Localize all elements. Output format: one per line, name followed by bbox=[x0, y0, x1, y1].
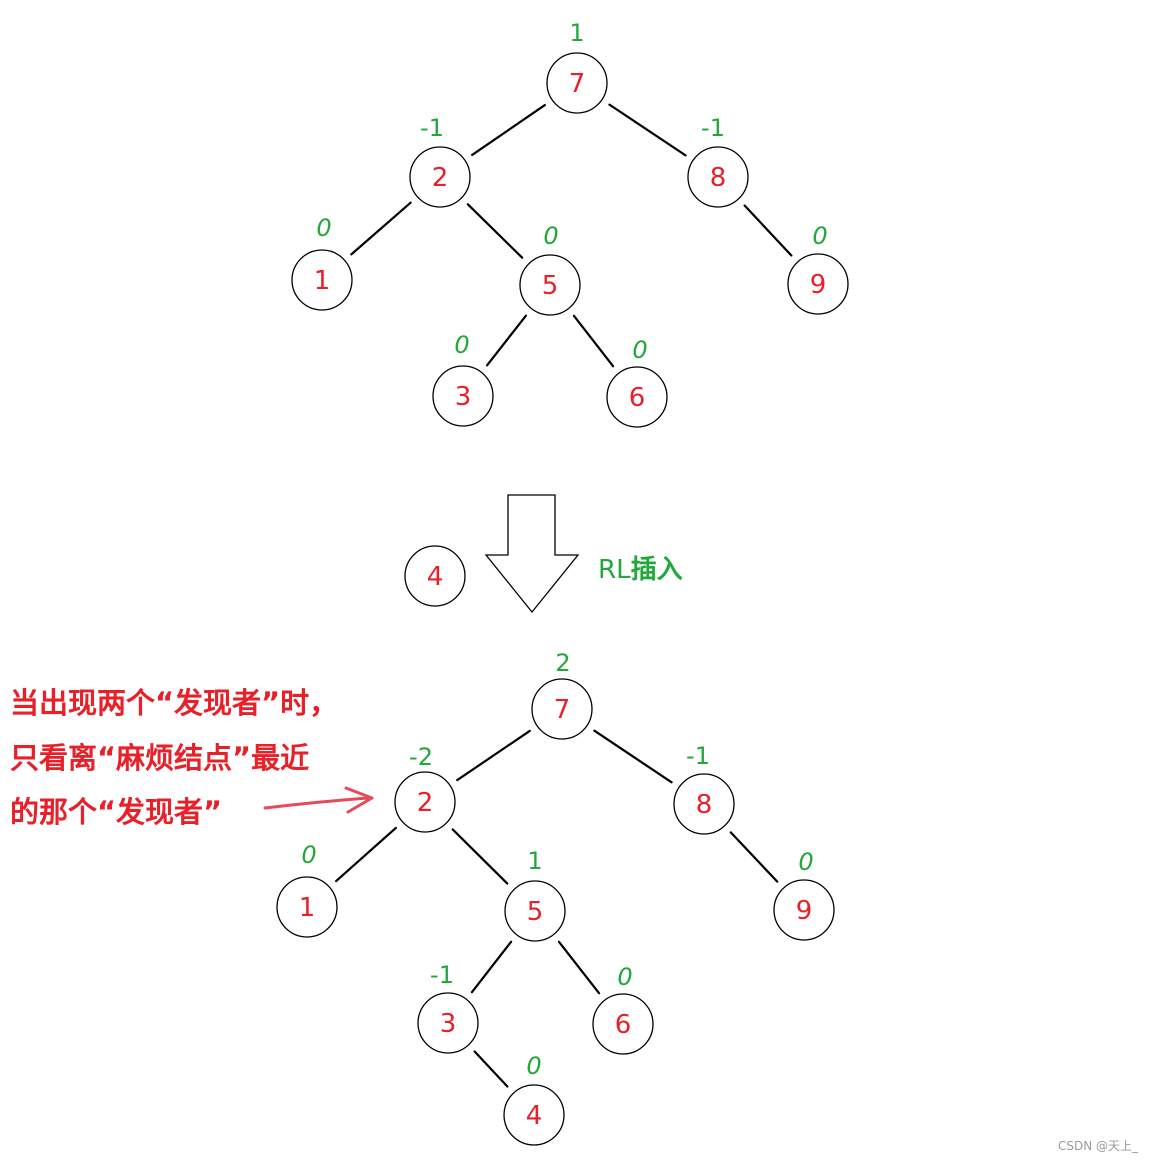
balance-factor-label: -1 bbox=[701, 114, 725, 142]
node-circle bbox=[592, 993, 654, 1055]
balance-factor-label: 0 bbox=[543, 222, 558, 250]
tree-node: 10 bbox=[276, 841, 338, 938]
balance-factor-label: 0 bbox=[301, 841, 316, 869]
tree-node: 71 bbox=[546, 19, 608, 114]
tree-edge bbox=[729, 831, 779, 883]
insert-caption-action: 插入 bbox=[631, 555, 683, 585]
tree-node: 60 bbox=[592, 963, 654, 1055]
node-circle bbox=[276, 876, 338, 938]
balance-factor-label: -1 bbox=[430, 961, 454, 989]
balance-factor-label: 0 bbox=[812, 222, 827, 250]
tree-node: 90 bbox=[787, 222, 849, 315]
tree-node: 72 bbox=[531, 649, 593, 740]
tree-edge bbox=[593, 729, 673, 784]
balance-factor-label: -2 bbox=[409, 743, 433, 771]
tree-node: 40 bbox=[503, 1052, 565, 1146]
node-label: 8 bbox=[710, 163, 727, 193]
note-arrowhead-icon bbox=[344, 786, 374, 814]
node-label: 9 bbox=[796, 896, 813, 926]
tree-edge bbox=[456, 729, 531, 782]
tree-edge bbox=[572, 314, 615, 368]
tree-edge bbox=[350, 201, 412, 256]
node-label: 2 bbox=[417, 788, 434, 818]
node-label: 2 bbox=[432, 163, 449, 193]
node-label: 8 bbox=[696, 790, 713, 820]
insert-caption-prefix: RL bbox=[598, 555, 631, 585]
balance-factor-label: 1 bbox=[527, 847, 542, 875]
node-label: 5 bbox=[542, 271, 559, 301]
inserted-node-label: 4 bbox=[427, 562, 444, 592]
tree-node: 51 bbox=[504, 847, 566, 942]
tree-node: 60 bbox=[606, 336, 668, 428]
balance-factor-label: 2 bbox=[555, 649, 570, 677]
tree-edge bbox=[473, 1050, 509, 1088]
node-circle bbox=[787, 253, 849, 315]
node-label: 9 bbox=[810, 270, 827, 300]
node-label: 4 bbox=[526, 1101, 543, 1131]
tree-edge bbox=[451, 828, 509, 885]
note-line-1: 当出现两个“发现者”时， bbox=[10, 686, 339, 720]
node-label: 5 bbox=[527, 897, 544, 927]
inserted-node-circle bbox=[404, 545, 466, 607]
node-label: 7 bbox=[554, 695, 571, 725]
node-circle bbox=[432, 365, 494, 427]
node-circle bbox=[291, 249, 353, 311]
tree-node: 30 bbox=[432, 331, 494, 427]
tree-edge bbox=[335, 826, 397, 883]
insertion-step: 4 RL插入 bbox=[404, 494, 683, 614]
tree-node: 8 -1 bbox=[673, 742, 735, 835]
tree-node: 90 bbox=[773, 848, 835, 941]
node-label: 1 bbox=[299, 893, 316, 923]
tree-edge bbox=[485, 314, 528, 367]
balance-factor-label: 0 bbox=[617, 963, 632, 991]
balance-factor-label: 0 bbox=[798, 848, 813, 876]
balance-factor-label: 1 bbox=[569, 19, 584, 47]
node-label: 1 bbox=[314, 266, 331, 296]
balance-factor-label: -1 bbox=[420, 114, 444, 142]
node-circle bbox=[531, 678, 593, 740]
tree-node: 50 bbox=[519, 222, 581, 316]
node-label: 6 bbox=[629, 383, 646, 413]
balance-factor-label: -1 bbox=[686, 742, 710, 770]
tree-edge bbox=[743, 204, 793, 257]
watermark: CSDN @天上_ bbox=[1057, 1139, 1138, 1153]
node-circle bbox=[504, 880, 566, 942]
node-circle bbox=[546, 52, 608, 114]
balance-factor-label: 0 bbox=[316, 214, 331, 242]
tree-edge bbox=[466, 203, 524, 259]
node-circle bbox=[417, 992, 479, 1054]
tree-node: 3 -1 bbox=[417, 961, 479, 1054]
node-circle bbox=[687, 146, 749, 208]
tree-node: 10 bbox=[291, 214, 353, 311]
balance-factor-label: 0 bbox=[632, 336, 647, 364]
node-circle bbox=[409, 146, 471, 208]
tree-edge bbox=[557, 940, 601, 995]
note-line-2: 只看离“麻烦结点”最近 bbox=[10, 741, 310, 775]
node-circle bbox=[519, 254, 581, 316]
note-line-3: 的那个“发现者” bbox=[10, 795, 223, 829]
node-label: 3 bbox=[455, 382, 472, 412]
tree-node: 8 -1 bbox=[687, 114, 749, 208]
balance-factor-label: 0 bbox=[454, 331, 469, 359]
insert-caption: RL插入 bbox=[598, 555, 683, 585]
note-arrow bbox=[263, 796, 370, 810]
tree-edge bbox=[470, 940, 513, 994]
down-arrow-icon bbox=[484, 494, 580, 614]
tree-edge bbox=[471, 103, 546, 157]
node-label: 6 bbox=[615, 1010, 632, 1040]
node-circle bbox=[503, 1084, 565, 1146]
node-label: 7 bbox=[569, 69, 586, 99]
tree-edge bbox=[608, 103, 687, 157]
balance-factor-label: 0 bbox=[526, 1052, 541, 1080]
node-circle bbox=[773, 879, 835, 941]
node-circle bbox=[606, 366, 668, 428]
tree-node: 2 -2 bbox=[394, 743, 456, 833]
node-circle bbox=[394, 771, 456, 833]
tree-node: 2 -1 bbox=[409, 114, 471, 208]
node-circle bbox=[673, 773, 735, 835]
node-label: 3 bbox=[440, 1009, 457, 1039]
